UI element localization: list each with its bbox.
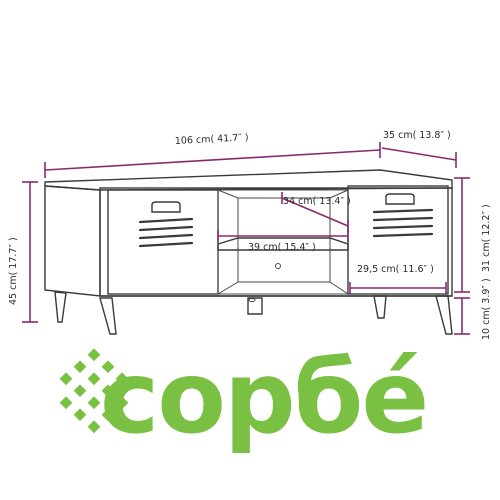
shelf-width-label: 39 cm( 15.4″ ) (248, 242, 316, 253)
dimension-labels: 106 cm( 41.7″ ) 35 cm( 13.8″ ) 45 cm( 17… (8, 130, 492, 340)
depth-label: 35 cm( 13.8″ ) (383, 130, 451, 141)
dimension-lines (22, 142, 470, 335)
left-door-vents (138, 217, 194, 248)
total-width-label: 106 cm( 41.7″ ) (175, 132, 249, 147)
shelf-depth-label: 34 cm( 13.4″ ) (283, 196, 351, 207)
brand-logo-text: сорбé (100, 339, 427, 456)
total-height-label: 45 cm( 17.7″ ) (8, 237, 19, 305)
right-door-vents (372, 208, 434, 238)
right-door-handle (385, 193, 415, 205)
leg-height-label: 10 cm( 3.9″ ) (481, 278, 492, 340)
left-door-handle (151, 201, 181, 213)
legs (54, 291, 453, 335)
body-height-label: 31 cm( 12.2″ ) (481, 204, 492, 272)
door-width-label: 29,5 cm( 11.6″ ) (357, 264, 434, 275)
